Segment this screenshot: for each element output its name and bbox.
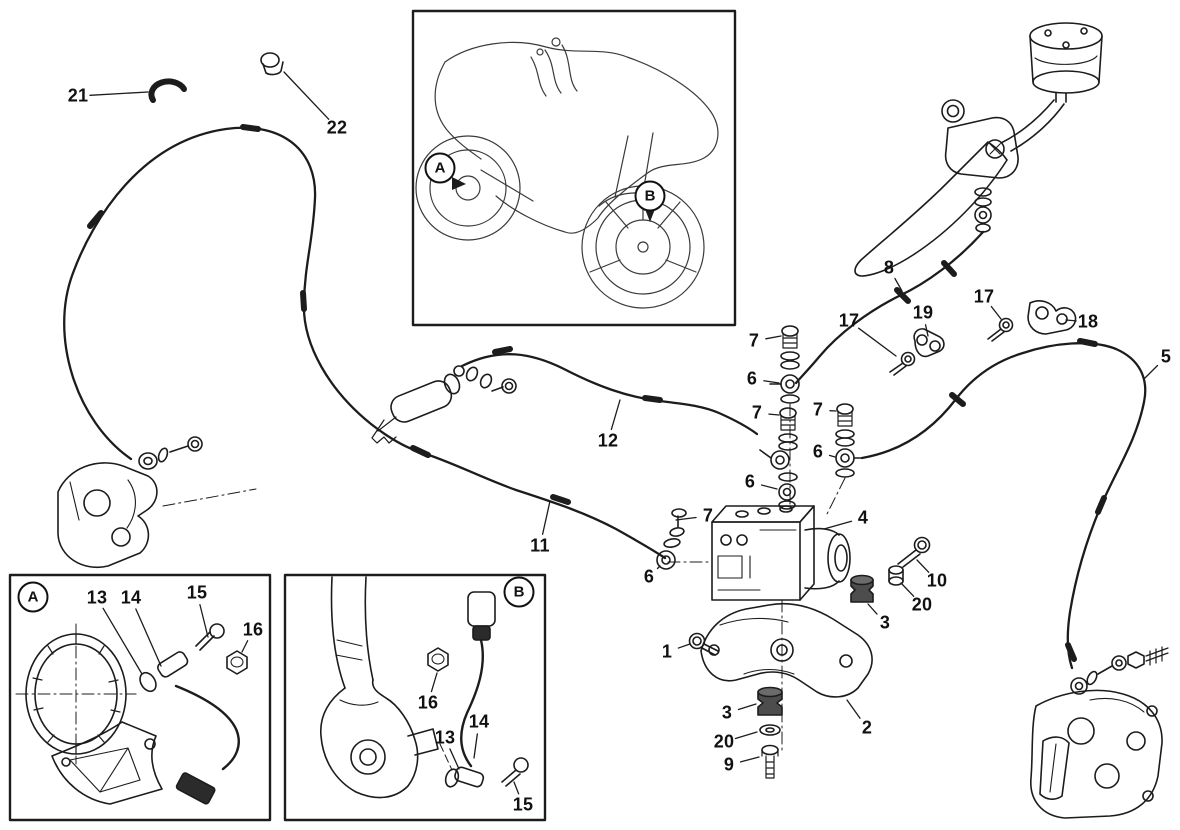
leader-line: [541, 500, 551, 535]
rear-caliper: [57, 436, 257, 569]
overview-inset-box: [411, 9, 737, 327]
hose-clamp-18: [1027, 300, 1077, 335]
leader-line: [610, 399, 621, 431]
leader-line: [513, 781, 520, 795]
abs-inlet-banjo: [656, 508, 687, 570]
rear-sensor-detail: [15, 623, 248, 805]
detail-box-b: [283, 573, 547, 822]
leader-line: [677, 643, 691, 649]
main-assembly: [57, 22, 1169, 819]
leader-line: [1144, 364, 1159, 379]
leader-line: [734, 731, 758, 740]
mounting-bracket-2: [700, 599, 873, 751]
leader-line: [473, 733, 478, 759]
front-master-cylinder: [854, 22, 1103, 277]
leader-line: [739, 756, 760, 763]
abs-unit: [711, 505, 851, 601]
leader-line: [656, 565, 661, 570]
leader-line: [89, 91, 149, 96]
leader-line: [430, 672, 438, 693]
leader-line: [449, 748, 460, 770]
leader-line: [102, 607, 143, 675]
hose-crimp-fittings-4: [949, 338, 1107, 662]
hose-crimp-fittings-3: [894, 260, 957, 304]
detail-box-a: [8, 573, 272, 822]
screw-17-left: [889, 351, 916, 376]
front-caliper: [1030, 646, 1169, 819]
screw-9: [761, 744, 779, 779]
callout-b-pointer-icon: [645, 209, 655, 222]
leader-lines: [89, 71, 1159, 795]
grommet-22: [260, 52, 284, 76]
leader-line: [760, 484, 778, 490]
hose-8: [794, 230, 985, 385]
hose-crimp-fittings-2: [492, 346, 663, 403]
leader-line: [867, 603, 878, 615]
screw-1: [688, 632, 719, 656]
hose-12: [460, 353, 759, 436]
rubber-mount-3-bottom: [757, 686, 783, 716]
leader-line: [283, 71, 330, 120]
screw-17-right: [987, 317, 1014, 342]
leader-line: [990, 305, 1002, 320]
leader-line: [199, 603, 209, 638]
leader-line: [763, 380, 780, 384]
leader-line: [1065, 319, 1077, 322]
leader-line: [765, 335, 782, 340]
rubber-mount-3-top: [850, 574, 874, 603]
rear-master-cylinder: [371, 365, 517, 444]
hose-11: [418, 450, 667, 560]
clip-21: [148, 78, 187, 103]
leader-line: [241, 640, 249, 653]
leader-line: [924, 324, 929, 337]
leader-line: [768, 413, 780, 416]
front-sensor-detail: [320, 576, 529, 799]
leader-line: [857, 327, 897, 357]
leader-line: [894, 277, 903, 292]
spacer-20-top: [888, 565, 904, 586]
hose-crimp-fittings: [87, 124, 571, 505]
leader-line: [900, 582, 915, 597]
leader-line: [823, 520, 853, 530]
leader-line: [828, 454, 836, 458]
leader-line: [737, 703, 757, 711]
hose-clamp-19: [913, 328, 945, 358]
leader-line: [135, 608, 162, 667]
washer-20-bottom: [759, 724, 781, 736]
leader-line: [846, 699, 861, 719]
leader-line: [916, 559, 930, 573]
leader-line: [675, 516, 697, 521]
callout-a-pointer-icon: [452, 177, 466, 190]
rear-brake-hose: [63, 126, 422, 461]
screw-10: [897, 536, 931, 568]
